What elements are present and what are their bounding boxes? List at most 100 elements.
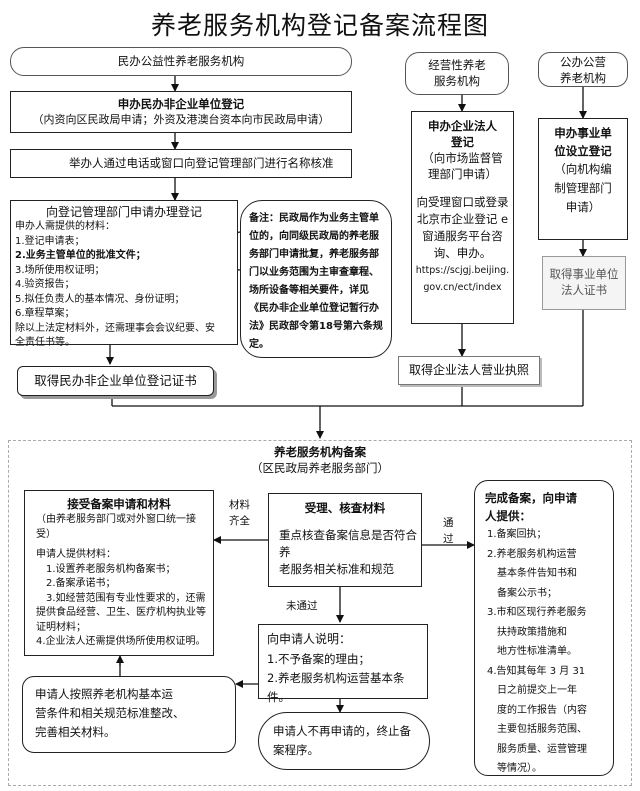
done-line: 服务质量、运营管理 bbox=[497, 743, 587, 755]
enterprise-url[interactable]: gov.cn/ect/index bbox=[423, 282, 502, 293]
commercial-tag-line: 经营性养老 bbox=[428, 58, 486, 72]
done-line: 基本条件告知书和 bbox=[497, 568, 577, 579]
done-line: 等情况）。 bbox=[497, 763, 542, 774]
registration-line: 申办人需提供的材料： bbox=[15, 221, 115, 232]
done-title: 完成备案，向申请 bbox=[485, 491, 577, 505]
accept-line: 2.备案承诺书； bbox=[46, 578, 116, 589]
accept-title: 接受备案申请和材料 bbox=[67, 497, 171, 511]
commercial-tag-line: 服务机构 bbox=[434, 74, 480, 88]
enterprise-title: 登记 bbox=[451, 135, 474, 149]
public-inst-sub: （向机构编 bbox=[554, 162, 612, 176]
name-check-label: 举办人通过电话或窗口向登记管理部门进行名称核准 bbox=[69, 156, 334, 170]
review-line: 重点核查备案信息是否符合养 bbox=[279, 528, 417, 559]
apply-nonprofit-subtitle: （内资向区民政局申请；外资及港澳台资本向市民政局申请） bbox=[32, 113, 330, 126]
enterprise-cert-label: 取得企业法人营业执照 bbox=[408, 363, 529, 377]
done-line: 日之前提交上一年 bbox=[497, 685, 577, 696]
materials-ok-label: 材料 齐全 bbox=[229, 497, 259, 529]
accept-line: 1.设置养老服务机构备案书； bbox=[46, 563, 176, 575]
registration-box: 向登记管理部门申请办理登记 申办人需提供的材料： 1.登记申请表； 2.业务主管… bbox=[10, 200, 238, 348]
registration-line: 6.章程草案； bbox=[15, 308, 75, 319]
public-inst-sub: 申请） bbox=[565, 200, 601, 214]
registration-line: 4.验资报告； bbox=[15, 279, 75, 290]
accept-line: 证明材料； bbox=[36, 621, 86, 633]
accept-sub: （由养老服务部门或对外窗口统一接 bbox=[36, 514, 196, 525]
done-line: 2.养老服务机构运营 bbox=[487, 548, 577, 560]
page-title: 养老服务机构登记备案流程图 bbox=[150, 11, 489, 40]
rectify-line: 完善相关材料。 bbox=[35, 725, 116, 739]
nonprofit-tag-label: 民办公益性养老服务机构 bbox=[117, 54, 245, 68]
commercial-tag: 经营性养老 服务机构 bbox=[405, 52, 509, 95]
name-check-box: 举办人通过电话或窗口向登记管理部门进行名称核准 bbox=[10, 149, 352, 178]
done-line: 主要包括服务范围、 bbox=[497, 724, 587, 735]
filing-header: 养老服务机构备案 （区民政局养老服务部门） bbox=[200, 444, 440, 476]
rectify-line: 申请人按照养老机构基本运 bbox=[35, 687, 173, 701]
review-line: 老服务相关标准和规范 bbox=[279, 562, 394, 576]
explain-box: 向申请人说明： 1.不予备案的理由； 2.养老服务机构运营基本条件。 bbox=[258, 624, 428, 704]
nonprofit-tag: 民办公益性养老服务机构 bbox=[10, 47, 352, 76]
apply-nonprofit-title: 申办民办非企业单位登记 bbox=[117, 97, 245, 111]
registration-line: 3.场所使用权证明； bbox=[15, 264, 105, 276]
rectify-box: 申请人按照养老机构基本运 营条件和相关规范标准整改、 完善相关材料。 bbox=[22, 676, 236, 753]
public-cert-label: 取得事业单位 bbox=[549, 267, 619, 281]
not-passed-label: 未通过 bbox=[286, 598, 318, 614]
registration-line: 2.业务主管单位的批准文件； bbox=[15, 250, 146, 261]
passed-label: 通 过 bbox=[443, 515, 454, 547]
public-cert-box: 取得事业单位 法人证书 bbox=[542, 256, 626, 310]
done-title: 人提供： bbox=[485, 509, 531, 523]
review-box: 受理、核查材料 重点核查备案信息是否符合养 老服务相关标准和规范 bbox=[268, 493, 422, 587]
nonprofit-cert-label: 取得民办非企业单位登记证书 bbox=[34, 373, 197, 388]
done-line: 4.告知其每年 3 月 31 bbox=[487, 665, 586, 677]
done-line: 备案公示书； bbox=[497, 587, 557, 599]
enterprise-body: 询、申办。 bbox=[433, 246, 492, 260]
enterprise-url[interactable]: https://scjgj.beijing. bbox=[415, 265, 510, 276]
done-line: 3.市和区现行养老服务 bbox=[487, 607, 587, 618]
public-inst-title: 申办事业单 bbox=[554, 126, 612, 140]
rectify-line: 营条件和相关规范标准整改、 bbox=[35, 706, 185, 720]
enterprise-title: 申办企业法人 bbox=[428, 119, 497, 133]
accept-box: 接受备案申请和材料 （由养老服务部门或对外窗口统一接 受） 申请人提供材料： 1… bbox=[24, 490, 214, 656]
terminate-line: 案程序。 bbox=[273, 743, 319, 757]
materials-ok-line: 材料 bbox=[229, 499, 250, 511]
public-inst-box: 申办事业单 位设立登记 （向机构编 制管理部门 申请） bbox=[538, 118, 628, 240]
registration-line: 1.登记申请表； bbox=[15, 235, 85, 247]
done-line: 1.备案回执； bbox=[487, 529, 547, 540]
accept-line: 3.如经营范围有专业性要求的，还需 bbox=[46, 592, 206, 604]
accept-line: 4.企业法人还需提供场所使用权证明。 bbox=[36, 636, 206, 647]
note-box: 备注：民政局作为业务主管单位的，向同级民政局的养老服务部门申请批复，养老服务部门… bbox=[240, 200, 392, 358]
registration-line: 除以上法定材料外，还需理事会会议纪要、安 bbox=[15, 322, 215, 334]
accept-line: 申请人提供材料： bbox=[36, 549, 116, 560]
filing-title: 养老服务机构备案 bbox=[274, 445, 366, 459]
enterprise-body: 窗通服务平台咨 bbox=[422, 229, 503, 243]
registration-title: 向登记管理部门申请办理登记 bbox=[45, 205, 202, 219]
apply-nonprofit-box: 申办民办非企业单位登记 （内资向区民政局申请；外资及港澳台资本向市民政局申请） bbox=[10, 91, 352, 133]
filing-section bbox=[8, 440, 632, 786]
registration-line: 全责任书等。 bbox=[15, 337, 75, 348]
nonprofit-cert-box: 取得民办非企业单位登记证书 bbox=[17, 366, 214, 396]
enterprise-body: 北京市企业登记 e bbox=[416, 212, 509, 226]
materials-ok-line: 齐全 bbox=[229, 515, 250, 527]
done-line: 度的工作报告（内容 bbox=[497, 704, 587, 716]
passed-line: 通 bbox=[443, 517, 454, 529]
public-cert-label: 法人证书 bbox=[561, 283, 607, 297]
done-line: 地方性标准清单。 bbox=[497, 646, 577, 657]
explain-line: 2.养老服务机构运营基本条件。 bbox=[267, 671, 405, 704]
public-tag-line: 养老机构 bbox=[560, 71, 606, 85]
done-line: 扶持政策措施和 bbox=[497, 626, 567, 638]
accept-sub: 受） bbox=[36, 528, 56, 540]
public-inst-title: 位设立登记 bbox=[554, 144, 612, 158]
note-text: 备注：民政局作为业务主管单位的，向同级民政局的养老服务部门申请批复，养老服务部门… bbox=[249, 213, 383, 350]
passed-line: 过 bbox=[443, 533, 454, 545]
enterprise-sub: （向市场监督管 bbox=[422, 151, 503, 165]
review-title: 受理、核查材料 bbox=[304, 501, 386, 515]
explain-title: 向申请人说明： bbox=[267, 632, 352, 646]
public-inst-sub: 制管理部门 bbox=[554, 181, 612, 195]
enterprise-sub: 理部门申请） bbox=[428, 167, 497, 181]
enterprise-body: 向受理窗口或登录 bbox=[416, 195, 509, 209]
accept-line: 提供食品经营、卫生、医疗机构执业等 bbox=[36, 607, 206, 618]
done-box: 完成备案，向申请 人提供： 1.备案回执； 2.养老服务机构运营 基本条件告知书… bbox=[474, 480, 614, 776]
not-passed-text: 未通过 bbox=[286, 600, 318, 612]
explain-line: 1.不予备案的理由； bbox=[267, 652, 370, 666]
enterprise-cert-box: 取得企业法人营业执照 bbox=[398, 356, 540, 385]
terminate-line: 申请人不再申请的，终止备 bbox=[273, 724, 411, 738]
enterprise-box: 申办企业法人 登记 （向市场监督管 理部门申请） 向受理窗口或登录 北京市企业登… bbox=[411, 111, 514, 324]
